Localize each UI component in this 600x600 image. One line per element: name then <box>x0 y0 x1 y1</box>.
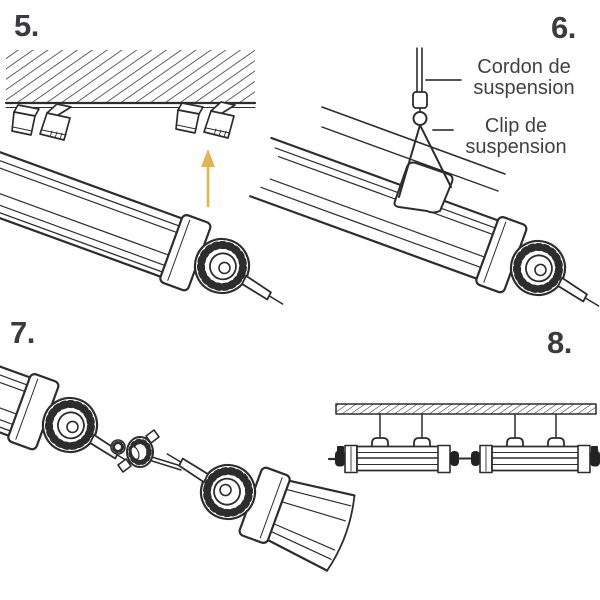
mounting-clip-pair-left <box>11 103 72 141</box>
step-7-number: 7. <box>10 315 35 350</box>
saddle-clip <box>393 161 454 214</box>
cordon-de-suspension-label: Cordon de suspension <box>473 56 575 99</box>
suspension-cord <box>412 47 428 126</box>
plug-connector <box>110 439 126 455</box>
ceiling-hatch <box>6 50 255 102</box>
suspension-clip <box>398 124 452 198</box>
up-arrow-icon <box>201 149 215 208</box>
step-8-number: 8. <box>547 325 572 360</box>
step-6-number: 6. <box>551 10 576 45</box>
clip-de-suspension-label: Clip de suspension <box>465 115 567 158</box>
tube-light-left <box>0 257 148 483</box>
step5-ceiling-clips-illustration <box>0 50 300 324</box>
step-5-number: 5. <box>14 8 39 43</box>
step8-suspended-row-illustration <box>327 403 600 474</box>
step6-suspension-illustration <box>249 47 600 326</box>
tube-light-2 <box>471 444 600 474</box>
tube-light-right <box>150 434 361 574</box>
ceiling-bar <box>335 403 597 415</box>
inline-connector <box>117 429 160 473</box>
hanging-cords <box>379 413 557 440</box>
tube-light-1 <box>327 444 459 474</box>
step7-connection-illustration <box>0 257 361 574</box>
connector-rod <box>151 456 182 471</box>
